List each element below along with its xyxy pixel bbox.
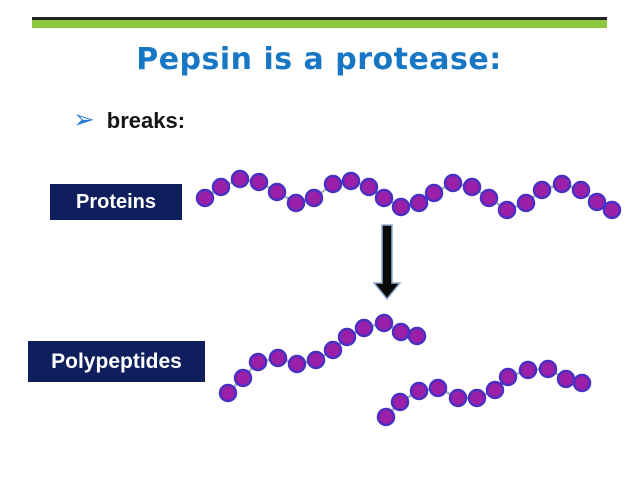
slide-title: Pepsin is a protease:	[136, 42, 502, 77]
amino-acid-bead	[409, 381, 429, 401]
amino-acid-bead	[572, 373, 592, 393]
amino-acid-bead	[409, 193, 429, 213]
protein-chain	[195, 169, 622, 220]
amino-acid-bead	[407, 326, 427, 346]
amino-acid-bead	[268, 348, 288, 368]
amino-acid-bead	[428, 378, 448, 398]
amino-acid-bead	[286, 193, 306, 213]
amino-acid-bead	[532, 180, 552, 200]
amino-acid-bead	[323, 174, 343, 194]
amino-acid-bead	[341, 171, 361, 191]
amino-acid-bead	[287, 354, 307, 374]
amino-acid-bead	[448, 388, 468, 408]
amino-acid-bead	[374, 188, 394, 208]
amino-acid-bead	[267, 182, 287, 202]
amino-acid-bead	[462, 177, 482, 197]
amino-acid-bead	[233, 368, 253, 388]
amino-acid-bead	[211, 177, 231, 197]
amino-acid-bead	[443, 173, 463, 193]
amino-acid-bead	[424, 183, 444, 203]
amino-acid-bead	[218, 383, 238, 403]
top-divider-bar	[32, 17, 607, 28]
amino-acid-bead	[323, 340, 343, 360]
amino-acid-bead	[571, 180, 591, 200]
amino-acid-bead	[195, 188, 215, 208]
amino-acid-bead	[602, 200, 622, 220]
amino-acid-bead	[306, 350, 326, 370]
bullet-row: ➢ breaks:	[73, 104, 186, 134]
amino-acid-bead	[518, 360, 538, 380]
bullet-label: breaks:	[106, 108, 186, 133]
amino-acid-bead	[538, 359, 558, 379]
amino-acid-bead	[376, 407, 396, 427]
down-arrow-icon	[372, 224, 402, 301]
amino-acid-bead	[249, 172, 269, 192]
polypeptide-chain-1	[218, 313, 427, 403]
polypeptide-chain-2	[376, 359, 592, 427]
arrow-bullet-icon: ➢	[73, 104, 95, 134]
amino-acid-bead	[304, 188, 324, 208]
amino-acid-bead	[479, 188, 499, 208]
amino-acid-bead	[552, 174, 572, 194]
amino-acid-bead	[391, 322, 411, 342]
amino-acid-bead	[556, 369, 576, 389]
beads-layer	[195, 169, 622, 427]
amino-acid-bead	[467, 388, 487, 408]
amino-acid-bead	[337, 327, 357, 347]
amino-acid-bead	[359, 177, 379, 197]
amino-acid-bead	[374, 313, 394, 333]
polypeptides-label: Polypeptides	[28, 341, 205, 382]
amino-acid-bead	[354, 318, 374, 338]
amino-acid-bead	[390, 392, 410, 412]
amino-acid-bead	[248, 352, 268, 372]
amino-acid-bead	[230, 169, 250, 189]
amino-acid-bead	[391, 197, 411, 217]
amino-acid-bead	[485, 380, 505, 400]
amino-acid-bead	[516, 193, 536, 213]
proteins-label: Proteins	[50, 184, 182, 220]
amino-acid-bead	[587, 192, 607, 212]
amino-acid-bead	[498, 367, 518, 387]
amino-acid-bead	[497, 200, 517, 220]
